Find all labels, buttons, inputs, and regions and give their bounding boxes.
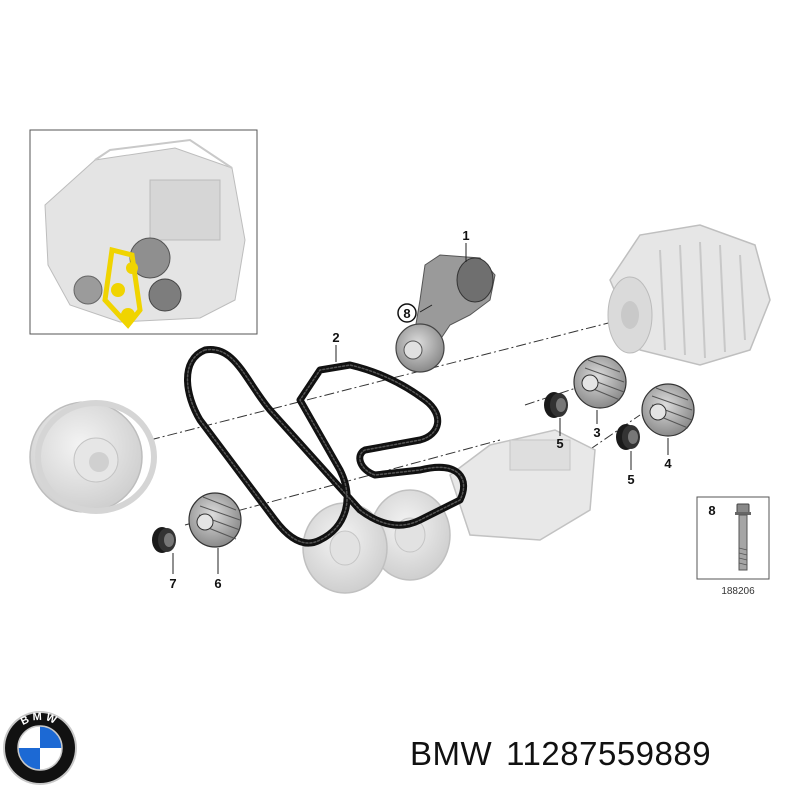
bmw-logo-letters: BMW [19, 711, 58, 728]
bolt-icon [735, 503, 751, 571]
callout-3: 3 [593, 425, 600, 440]
protection-cap-7 [152, 527, 176, 553]
part-number: 11287559889 [506, 735, 712, 772]
callout-8-ring: 8 [397, 303, 417, 323]
crankshaft-pulley [29, 400, 157, 514]
callout-7: 7 [169, 576, 176, 591]
callout-8-box: 8 [708, 503, 715, 518]
callout-4: 4 [664, 456, 672, 471]
callout-2: 2 [332, 330, 339, 345]
callout-1: 1 [462, 228, 469, 243]
protection-cap-5a [544, 392, 568, 418]
callout-5b: 5 [627, 472, 634, 487]
brand-name: BMW [410, 735, 493, 772]
part-caption: BMW 11287559889 [410, 735, 711, 773]
engine-overview-inset [29, 129, 258, 335]
power-steering-pump [302, 429, 596, 594]
idler-pulley-6 [188, 492, 242, 548]
drive-belt [184, 346, 468, 547]
svg-text:BMW: BMW [19, 711, 61, 728]
callout-5a: 5 [556, 436, 563, 451]
svg-text:8: 8 [403, 306, 410, 321]
bmw-logo: BMW [3, 711, 77, 785]
callout-6: 6 [214, 576, 221, 591]
deflection-pulley-4 [641, 383, 695, 437]
idler-pulley-3 [573, 355, 627, 409]
protection-cap-5b [616, 424, 640, 450]
leader-lines [172, 243, 669, 574]
reference-number: 188206 [721, 586, 755, 597]
bolt-detail-box: 8 [696, 496, 770, 580]
belt-tensioner [395, 254, 496, 373]
alternator [607, 224, 771, 366]
